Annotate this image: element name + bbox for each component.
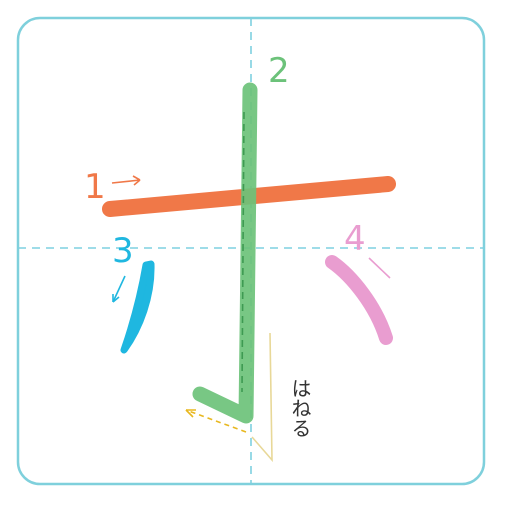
stroke-4-number: 4 <box>344 219 366 259</box>
stroke-2 <box>192 82 258 424</box>
stroke-3-number: 3 <box>112 231 134 271</box>
stroke-4 <box>325 255 393 345</box>
stroke-3 <box>120 260 155 354</box>
hook-annotation: はねる <box>288 378 312 438</box>
stroke-3-arrow-icon <box>112 275 126 303</box>
stroke-1-number: 1 <box>84 167 106 207</box>
hook-guide-line <box>251 332 273 463</box>
stroke-4-arrow-icon <box>368 257 391 279</box>
hook-arrow-icon <box>185 409 247 433</box>
stroke-2-centerline <box>241 111 245 393</box>
stroke-2-number: 2 <box>268 51 290 91</box>
stroke-1-arrow-icon <box>111 175 141 186</box>
